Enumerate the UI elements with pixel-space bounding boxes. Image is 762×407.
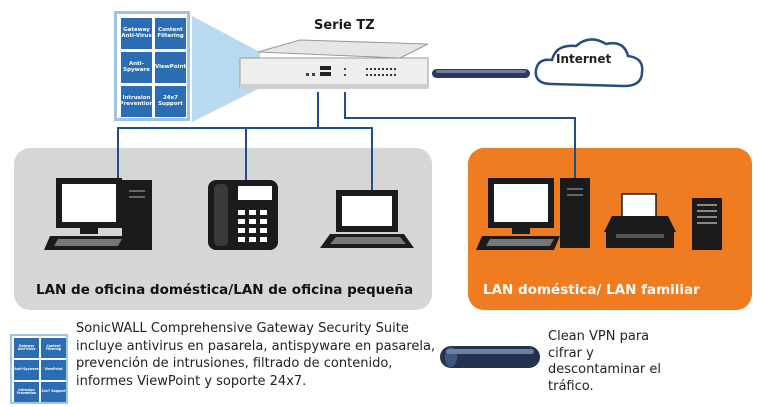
- product-title: Serie TZ: [314, 18, 375, 33]
- legend-service-intrusion-prevention: Intrusion Prevention: [14, 382, 39, 402]
- home-desktop-computer-icon: [476, 178, 590, 250]
- office-laptop-icon: [320, 190, 414, 248]
- service-gateway-antivirus: Gateway Anti-Virus: [121, 18, 152, 49]
- office-phone-icon: [208, 180, 278, 250]
- service-intrusion-prevention: Intrusion Prevention: [120, 86, 153, 117]
- legend-services-box: Gateway Anti-Virus Content Filtering Ant…: [10, 334, 68, 404]
- legend-service-anti-spyware: Anti-Spyware: [14, 360, 39, 380]
- service-anti-spyware: Anti-Spyware: [121, 52, 152, 83]
- internet-cloud-icon: [534, 38, 644, 88]
- legend-service-support: 24x7 Support: [41, 382, 66, 402]
- office-lan-label: LAN de oficina doméstica/LAN de oficina …: [36, 282, 414, 298]
- legend-vpn-description: Clean VPN para cifrar y descontaminar el…: [548, 329, 661, 394]
- home-lan-label: LAN doméstica/ LAN familiar: [483, 282, 700, 298]
- internet-label: Internet: [556, 52, 612, 66]
- legend-service-gateway-antivirus: Gateway Anti-Virus: [14, 338, 39, 358]
- legend-services-description: SonicWALL Comprehensive Gateway Security…: [76, 321, 436, 389]
- callout-wedge: [192, 16, 260, 122]
- home-server-icon: [692, 198, 722, 250]
- legend-service-viewpoint: ViewPoint: [41, 360, 66, 380]
- home-printer-icon: [604, 193, 676, 248]
- legend-vpn-tube-icon: [440, 346, 540, 368]
- service-support: 24x7 Support: [155, 86, 186, 117]
- vpn-tube-icon: [432, 69, 530, 78]
- service-viewpoint: ViewPoint: [155, 52, 186, 83]
- legend-service-content-filtering: Content Filtering: [41, 338, 66, 358]
- services-box: Gateway Anti-Virus Content Filtering Ant…: [114, 11, 190, 121]
- network-cables: [117, 92, 576, 190]
- service-content-filtering: Content Filtering: [155, 18, 186, 49]
- firewall-router-icon: [239, 39, 429, 89]
- office-desktop-computer-icon: [44, 178, 152, 250]
